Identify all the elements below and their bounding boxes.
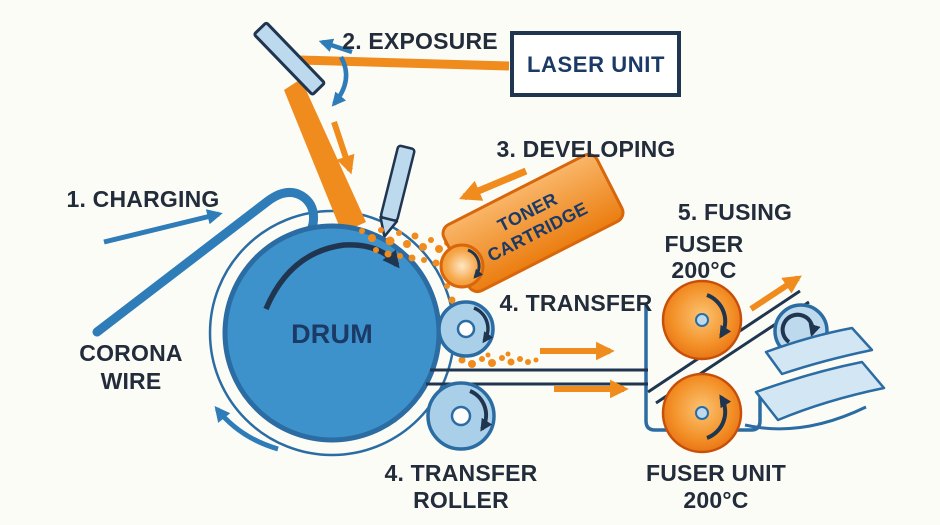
- label-charging: 1. CHARGING: [67, 186, 220, 212]
- label-fuser-line2: 200°C: [671, 257, 736, 283]
- output-sheet-1: [764, 326, 874, 376]
- label-exposure: 2. EXPOSURE: [342, 28, 498, 54]
- label-developing: 3. DEVELOPING: [497, 136, 676, 162]
- label-fusing: 5. FUSING: [678, 199, 792, 225]
- label-fuser-line1: FUSER: [665, 231, 744, 257]
- developer-roller-rotation-arrow: [467, 248, 484, 279]
- transfer-roller-axle: [450, 405, 472, 427]
- laser-unit-box: [510, 31, 681, 97]
- label-transfer-roller-line1: 4. TRANSFER: [385, 460, 538, 486]
- fuser-roller-top-axle: [695, 313, 709, 327]
- label-drum: DRUM: [291, 319, 373, 349]
- label-corona-line1: CORONA: [79, 340, 182, 366]
- transfer-contact-roller-arrow: [473, 306, 494, 344]
- charging-direction-arrow: [103, 209, 223, 245]
- label-corona-line2: WIRE: [101, 368, 162, 394]
- drum-guide-rotation-arrow: [214, 405, 279, 452]
- label-laser-unit: LASER UNIT: [527, 52, 665, 77]
- developer-roller: [439, 243, 485, 289]
- output-sheet-2: [754, 360, 886, 422]
- exposure-stylus: [379, 144, 416, 238]
- output-roller-rotation-arrow: [780, 312, 821, 344]
- laser-beam-horizontal: [299, 55, 510, 71]
- mirror-rotation-arrow: [331, 55, 349, 107]
- laser-beam-reflected: [284, 79, 366, 233]
- scanning-mirror: [253, 21, 326, 96]
- transfer-roller-arrow: [469, 389, 493, 432]
- label-transfer: 4. TRANSFER: [500, 290, 653, 316]
- transfer-contact-roller-axle: [456, 319, 476, 339]
- label-fuser-unit-line1: FUSER UNIT: [646, 460, 786, 486]
- label-transfer-roller-line2: ROLLER: [413, 487, 509, 513]
- toner-cartridge: TONER CARTRIDGE: [441, 152, 625, 294]
- label-fuser-unit-line2: 200°C: [683, 487, 748, 513]
- developing-direction-arrow: [458, 167, 528, 201]
- output-direction-arrow: [749, 275, 802, 312]
- fuser-roller-top-arrow: [706, 293, 732, 339]
- fuser-roller-bottom-axle: [695, 406, 709, 420]
- mirror-pointer-arrow: [318, 38, 353, 55]
- corona-wire: [92, 187, 318, 337]
- output-tray-curve: [744, 405, 867, 431]
- fuser-roller-bottom-arrow: [706, 394, 732, 440]
- beam-direction-arrow: [331, 121, 355, 175]
- drum-rotation-arrow: [263, 242, 400, 311]
